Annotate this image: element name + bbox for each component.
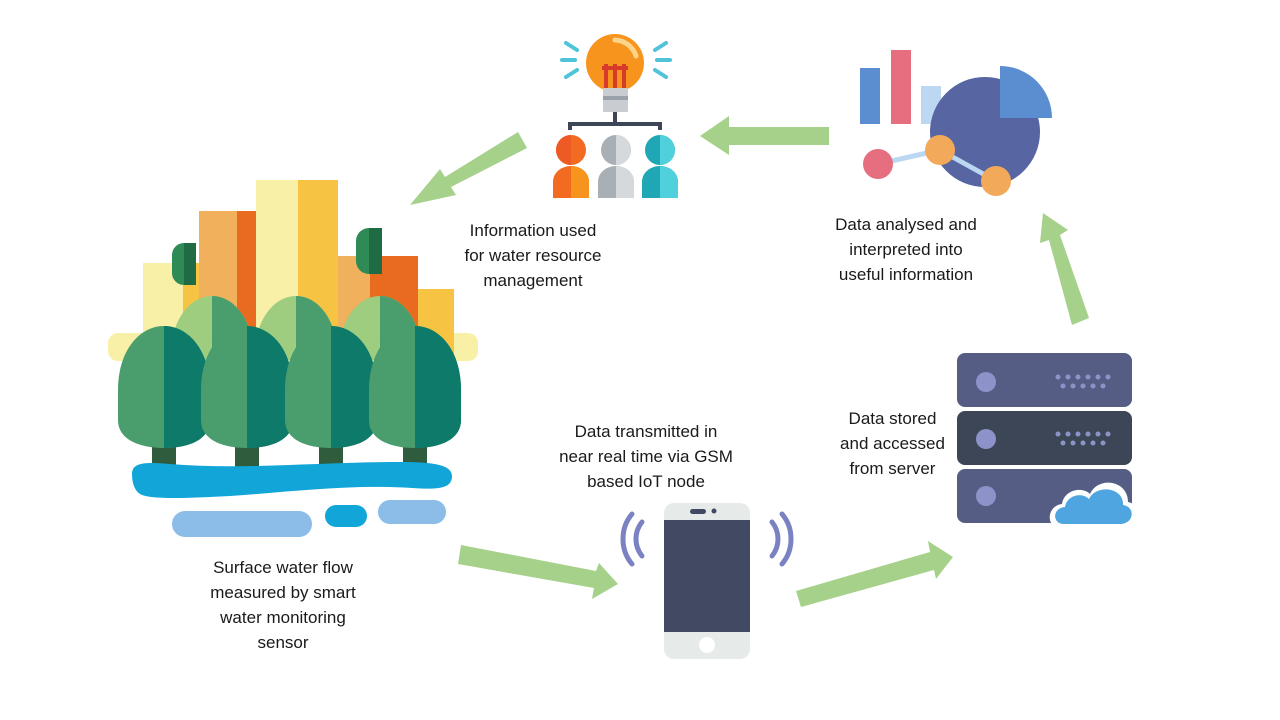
caption-server: Data stored and accessed from server: [820, 406, 965, 481]
analytics-chart-icon: [860, 50, 1052, 196]
idea-people-icon: [553, 34, 678, 198]
caption-line: based IoT node: [587, 472, 705, 491]
caption-line: near real time via GSM: [559, 447, 733, 466]
caption-line: sensor: [257, 633, 309, 652]
caption-manage: Information used for water resource mana…: [438, 218, 628, 293]
caption-sensor: Surface water flow measured by smart wat…: [178, 555, 388, 655]
caption-line: Surface water flow: [213, 558, 353, 577]
server-cloud-icon: [957, 353, 1138, 528]
arrow-phone-to-server: [796, 541, 953, 607]
caption-line: measured by smart: [210, 583, 356, 602]
arrow-people-to-forest: [410, 132, 527, 205]
caption-transmit: Data transmitted in near real time via G…: [532, 419, 760, 494]
caption-line: for water resource: [464, 246, 602, 265]
caption-line: Information used: [469, 221, 597, 240]
caption-line: Data transmitted in: [574, 422, 718, 441]
forest-river-city-icon: [108, 180, 478, 537]
caption-line: from server: [849, 459, 936, 478]
caption-line: and accessed: [840, 434, 945, 453]
arrow-server-to-analytics: [1040, 213, 1089, 325]
caption-line: Data analysed and: [835, 215, 977, 234]
caption-line: Data stored: [848, 409, 937, 428]
smartphone-signal-icon: [620, 503, 794, 659]
arrow-analytics-to-people: [700, 116, 829, 155]
caption-analyse: Data analysed and interpreted into usefu…: [806, 212, 1006, 287]
caption-line: water monitoring: [220, 608, 346, 627]
caption-line: useful information: [838, 265, 974, 284]
arrow-sensor-to-phone: [458, 545, 618, 599]
caption-line: interpreted into: [849, 240, 963, 259]
caption-line: management: [483, 271, 583, 290]
flow-arrows: [410, 116, 1089, 607]
